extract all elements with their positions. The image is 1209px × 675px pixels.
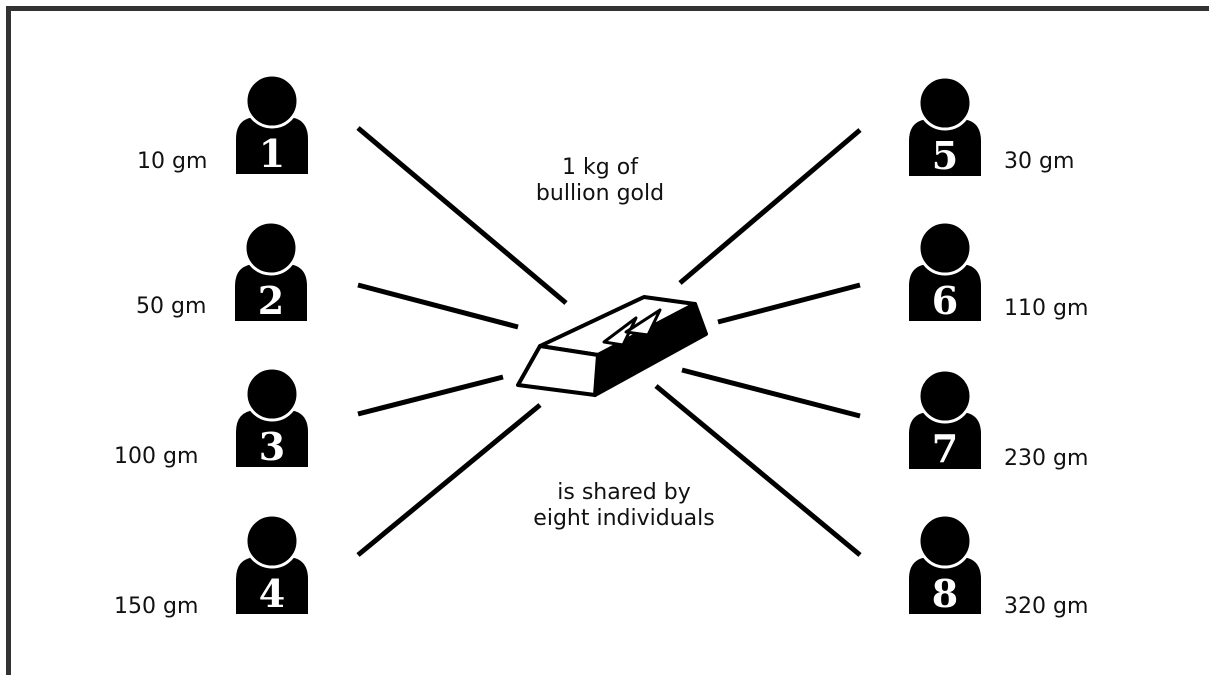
person-icon: 7: [909, 368, 981, 471]
person-icon: 5: [909, 75, 981, 178]
frame-border: [6, 6, 1209, 675]
person-body: [235, 264, 307, 321]
person-body: [236, 117, 308, 174]
person-head: [917, 513, 973, 569]
people-layer: 1 2 3 4 5 6 7 8: [235, 73, 981, 616]
weight-label-3: 100 gm: [114, 444, 199, 469]
connector-lines: [356, 126, 862, 557]
person-head: [244, 366, 300, 422]
weight-label-8: 320 gm: [1004, 594, 1089, 619]
person-icon: 2: [235, 220, 307, 323]
connector-line-6: [717, 282, 861, 325]
connector-line-4: [356, 403, 542, 557]
person-icon: 1: [236, 73, 308, 176]
connector-line-3: [357, 374, 504, 417]
gold-bar-icon: [516, 295, 708, 397]
caption-bottom-line-2: eight individuals: [533, 506, 715, 531]
person-head: [244, 73, 300, 129]
person-body: [909, 557, 981, 614]
person-number: 1: [259, 131, 285, 176]
weight-label-7: 230 gm: [1004, 446, 1089, 471]
caption-bottom: is shared by eight individuals: [504, 480, 744, 532]
person-icon: 6: [909, 220, 981, 323]
caption-top: 1 kg of bullion gold: [480, 155, 720, 207]
weight-label-6: 110 gm: [1004, 296, 1089, 321]
person-number: 6: [932, 278, 958, 323]
caption-top-line-2: bullion gold: [535, 181, 665, 206]
weight-label-5: 30 gm: [1004, 149, 1075, 174]
connector-line-8: [654, 384, 862, 557]
person-body: [909, 119, 981, 176]
person-icon: 4: [236, 513, 308, 616]
person-icon: 8: [909, 513, 981, 616]
person-head: [243, 220, 299, 276]
connector-line-7: [681, 367, 861, 419]
person-head: [917, 368, 973, 424]
person-number: 7: [932, 426, 958, 471]
caption-top-line-1: 1 kg of: [562, 155, 638, 180]
person-number: 8: [932, 571, 958, 616]
weight-label-4: 150 gm: [114, 594, 199, 619]
connector-line-1: [356, 126, 568, 305]
person-head: [244, 513, 300, 569]
person-body: [236, 410, 308, 467]
person-body: [909, 412, 981, 469]
person-body: [909, 264, 981, 321]
person-icon: 3: [236, 366, 308, 469]
caption-bottom-line-1: is shared by: [557, 480, 691, 505]
connector-line-2: [357, 282, 519, 330]
person-number: 2: [258, 278, 284, 323]
person-head: [917, 220, 973, 276]
person-number: 4: [259, 571, 285, 616]
weight-label-1: 10 gm: [137, 149, 208, 174]
connector-line-5: [678, 128, 862, 285]
person-head: [917, 75, 973, 131]
person-number: 5: [932, 133, 958, 178]
weight-label-2: 50 gm: [136, 294, 207, 319]
person-body: [236, 557, 308, 614]
person-number: 3: [259, 424, 285, 469]
